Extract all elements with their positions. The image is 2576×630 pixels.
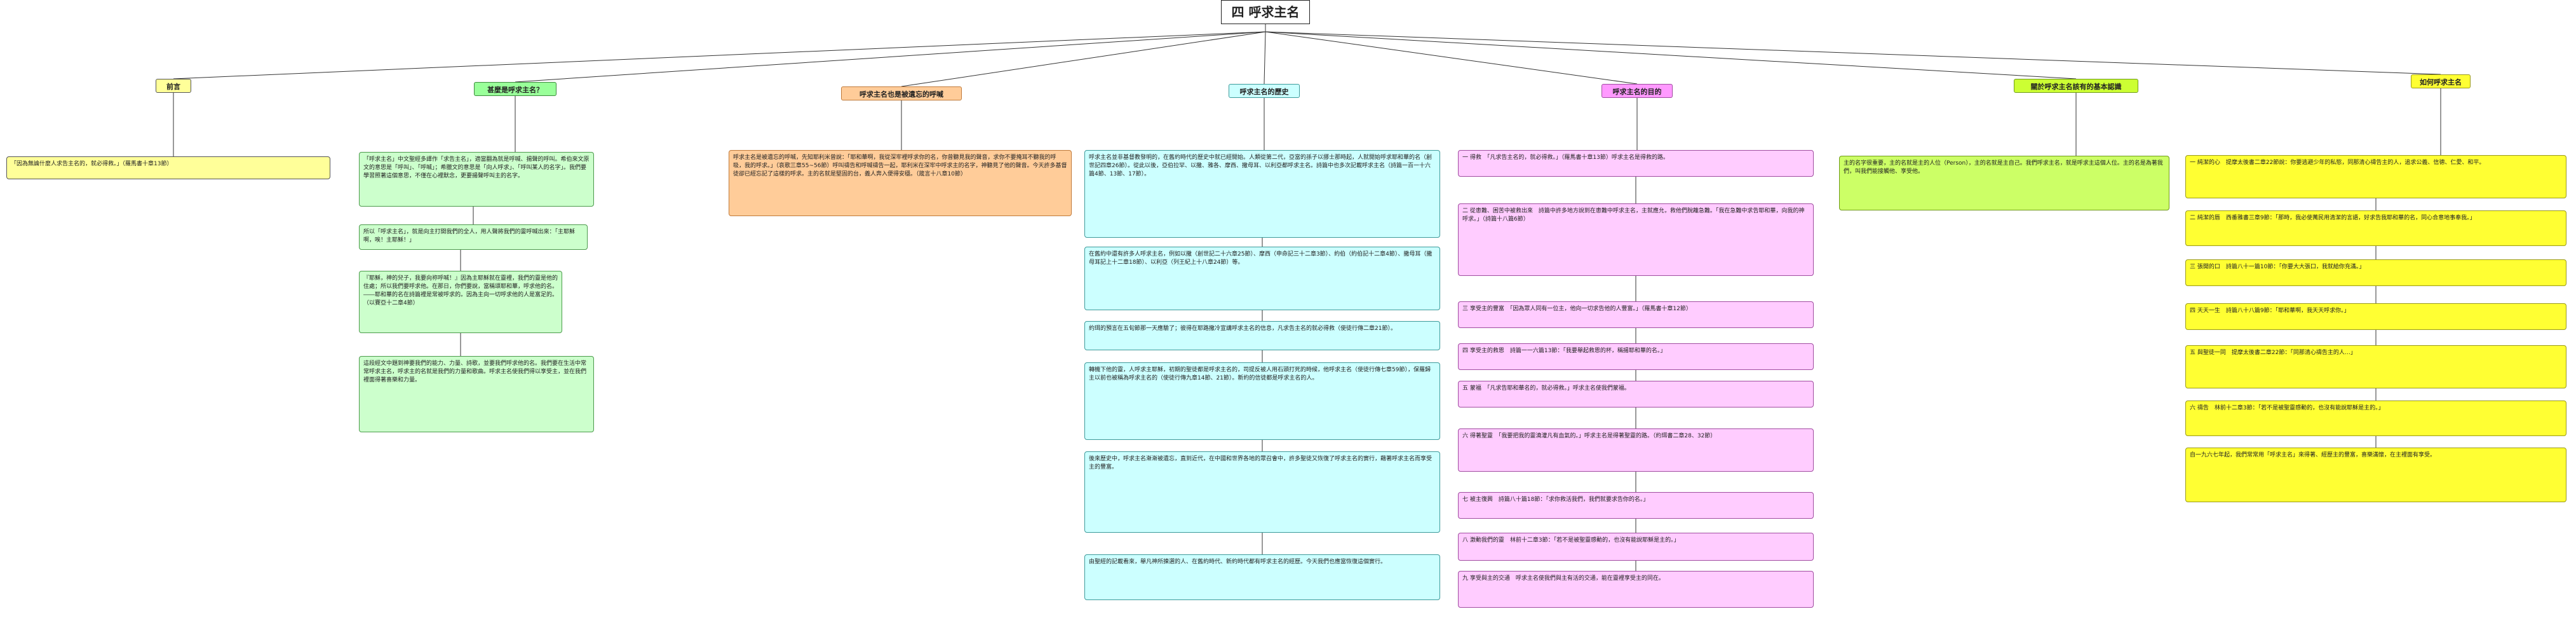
branch-line-how: [1265, 31, 2441, 75]
branch-header-forgotten[interactable]: 呼求主名也是被遺忘的呼喊: [841, 86, 962, 100]
history-node-4[interactable]: 轉機下他的靈，人呼求主耶穌，初期的聖徒都是呼求主名的，司提反被人用石頭打死的時候…: [1084, 362, 1440, 440]
purpose-node-6[interactable]: 六 得著聖靈 「我要把我的靈澆灌凡有血氣的。」呼求主名是得著聖靈的路。（約珥書二…: [1458, 428, 1814, 472]
how-node-4[interactable]: 四 天天一生 詩篇八十八篇9節：「耶和華啊，我天天呼求你。」: [2185, 303, 2566, 330]
how-node-3[interactable]: 三 張開的口 詩篇八十一篇10節：「你要大大張口，我就給你充滿。」: [2185, 259, 2566, 286]
branch-header-understanding[interactable]: 關於呼求主名該有的基本認識: [2014, 79, 2138, 93]
history-node-5[interactable]: 後來歷史中，呼求主名漸漸被遺忘，直到近代，在中國和世界各地的眾召會中，許多聖徒又…: [1084, 451, 1440, 533]
how-node-1[interactable]: 一 純潔的心 提摩太後書二章22節說：你要逃避少年的私慾，同那清心禱告主的人，追…: [2185, 155, 2566, 198]
branch-line-history: [1264, 31, 1266, 85]
branch-line-understanding: [1265, 31, 2077, 79]
history-node-6[interactable]: 由聖經的記載看來，舉凡神所揀選的人、在舊約時代、新約時代都有呼求主名的經歷。今天…: [1084, 554, 1440, 600]
how-node-7[interactable]: 自一九六七年起，我們常常用「呼求主名」來得著、經歷主的豐富，喜樂滿懷，在主裡面有…: [2185, 448, 2566, 502]
branch-line-what: [515, 31, 1266, 83]
history-node-2[interactable]: 在舊約中還有許多人呼求主名，例如以撒（創世記二十六章25節）、摩西（申命記三十二…: [1084, 247, 1440, 310]
understanding-node-1[interactable]: 主的名字很重要，主的名就是主的人位（Person），主的名就是主自己。我們呼求主…: [1839, 156, 2169, 210]
purpose-node-8[interactable]: 八 激動我們的靈 林前十二章3節：「若不是被聖靈感動的，也沒有能說耶穌是主的。」: [1458, 533, 1814, 561]
how-node-2[interactable]: 二 純潔的唇 西番雅書三章9節：「那時，我必使萬民用清潔的言語，好求告我耶和華的…: [2185, 210, 2566, 246]
branch-header-foreword[interactable]: 前言: [156, 79, 191, 93]
how-node-6[interactable]: 六 禱告 林前十二章3節：「若不是被聖靈感動的，也沒有能說耶穌是主的。」: [2185, 401, 2566, 436]
purpose-node-4[interactable]: 四 享受主的救恩 詩篇一一六篇13節：「我要舉起救恩的杯，稱揚耶和華的名。」: [1458, 343, 1814, 370]
purpose-node-1[interactable]: 一 得救 「凡求告主名的，就必得救。」（羅馬書十章13節）呼求主名是得救的路。: [1458, 150, 1814, 177]
branch-line-purpose: [1265, 31, 1638, 85]
branch-header-what[interactable]: 甚麼是呼求主名？: [474, 82, 556, 96]
what-node-4[interactable]: 這段經文中題到神要我們的能力、力量、詩歌，並要我們呼求他的名。我們要在生活中常常…: [359, 356, 594, 432]
branch-header-how[interactable]: 如何呼求主名: [2411, 74, 2471, 88]
purpose-node-7[interactable]: 七 被主復興 詩篇八十篇18節：「求你救活我們，我們就要求告你的名。」: [1458, 492, 1814, 519]
purpose-node-5[interactable]: 五 蒙福 「凡求告耶和華名的，就必得救。」呼求主名使我們蒙福。: [1458, 381, 1814, 407]
history-node-1[interactable]: 呼求主名並非基督教發明的，在舊約時代的歷史中就已經開始。人類從第二代，亞當的孫子…: [1084, 150, 1440, 238]
purpose-node-3[interactable]: 三 享受主的豐富 「因為眾人同有一位主，他向一切求告他的人豐富。」（羅馬書十章1…: [1458, 301, 1814, 328]
branch-line-forgotten: [901, 31, 1266, 87]
branch-header-history[interactable]: 呼求主名的歷史: [1229, 84, 1300, 98]
branch-line-foreword: [173, 31, 1266, 79]
what-node-1[interactable]: 「呼求主名」中文聖經多譯作「求告主名」，適當翻為就是呼喊、揚聲的呼叫。希伯來文原…: [359, 152, 594, 207]
root-node-title[interactable]: 四 呼求主名: [1221, 0, 1310, 24]
purpose-node-2[interactable]: 二 從患難、困苦中被救出來 詩篇中許多地方說到在患難中呼求主名，主就應允，救他們…: [1458, 203, 1814, 276]
what-node-2[interactable]: 所以「呼求主名」，就是向主打開我們的全人，用人聲將我們的靈呼喊出來：「主耶穌啊，…: [359, 224, 588, 250]
how-node-5[interactable]: 五 與聖徒一同 提摩太後書二章22節：「同那清心禱告主的人…」: [2185, 345, 2566, 388]
history-node-3[interactable]: 約珥的預言在五旬節那一天應驗了；彼得在耶路撒冷宣講呼求主名的信息，凡求告主名的就…: [1084, 321, 1440, 350]
purpose-node-9[interactable]: 九 享受與主的交通 呼求主名使我們與主有活的交通，能在靈裡享受主的同在。: [1458, 571, 1814, 608]
forgotten-node-1[interactable]: 呼求主名是被遺忘的呼喊，先知耶利米曾說：「耶和華啊，我從深牢裡呼求你的名，你曾聽…: [729, 150, 1072, 216]
branch-header-purpose[interactable]: 呼求主名的目的: [1602, 84, 1673, 98]
foreword-node[interactable]: 「因為無論什麼人求告主名的，就必得救。」（羅馬書十章13節）: [6, 156, 330, 179]
what-node-3[interactable]: 『耶穌，神的兒子，我要向祢呼喊！』因為主耶穌就在靈裡，我們的靈是他的住處；所以我…: [359, 271, 562, 333]
